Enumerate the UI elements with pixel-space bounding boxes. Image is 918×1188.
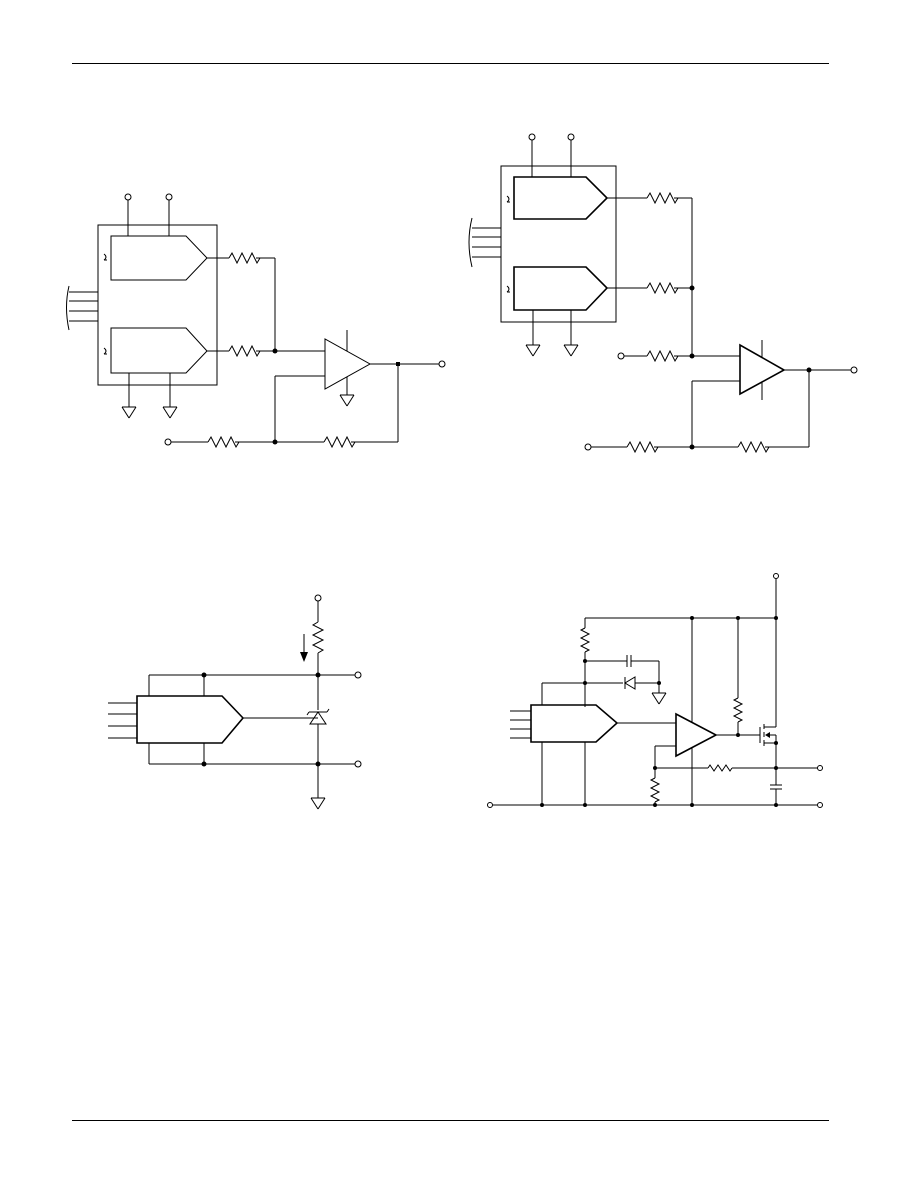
data-bus: [469, 218, 501, 267]
resistor: [324, 437, 355, 447]
resistor: [647, 283, 678, 293]
schematic-figure-1: [67, 194, 446, 447]
data-bus: [108, 703, 137, 738]
resistor: [651, 778, 659, 802]
reference-terminal: [618, 353, 624, 359]
reference-diode: [625, 677, 635, 689]
resistor: [229, 346, 260, 356]
output-terminal: [439, 361, 445, 367]
supply-terminal: [774, 574, 779, 579]
supply-pins: [125, 194, 172, 236]
dac-a-block: [514, 177, 607, 219]
ground-terminal: [355, 761, 361, 767]
schematic-figure-4: [488, 574, 823, 808]
resistor: [708, 765, 732, 771]
data-bus: [510, 711, 531, 738]
mosfet: [760, 724, 776, 746]
footer-rule: [72, 1120, 829, 1121]
resistor: [208, 437, 239, 447]
dac-a-block: [111, 236, 207, 280]
dac-b-block: [111, 328, 207, 373]
resistor: [581, 628, 589, 652]
resistor: [734, 698, 742, 722]
resistor: [627, 442, 658, 452]
ground-terminal-right: [818, 803, 823, 808]
output-terminal: [851, 367, 857, 373]
zener-diode: [307, 709, 329, 724]
resistor: [738, 442, 769, 452]
supply-terminal: [315, 595, 321, 601]
supply-pins: [529, 134, 574, 177]
resistor: [647, 351, 678, 361]
dac-package: [501, 166, 616, 322]
resistor: [313, 622, 323, 653]
dac-block: [137, 696, 243, 743]
dac-b-block: [514, 267, 607, 310]
output-terminal: [818, 766, 823, 771]
input-terminal: [585, 444, 591, 450]
schematic-figure-2: [469, 134, 857, 452]
current-arrow: [300, 634, 308, 662]
ground-pins: [525, 310, 579, 357]
resistor: [229, 253, 260, 263]
header-rule: [72, 63, 829, 64]
op-amp: [676, 714, 716, 756]
dac-block: [531, 705, 617, 742]
schematic-figure-3: [108, 595, 361, 810]
resistor: [647, 193, 678, 203]
output-terminal: [355, 672, 361, 678]
input-terminal: [165, 439, 171, 445]
data-bus: [67, 286, 99, 330]
dac-package: [98, 225, 217, 385]
ground-pins: [121, 373, 178, 419]
ground-terminal-left: [488, 803, 493, 808]
op-amp: [325, 339, 370, 389]
